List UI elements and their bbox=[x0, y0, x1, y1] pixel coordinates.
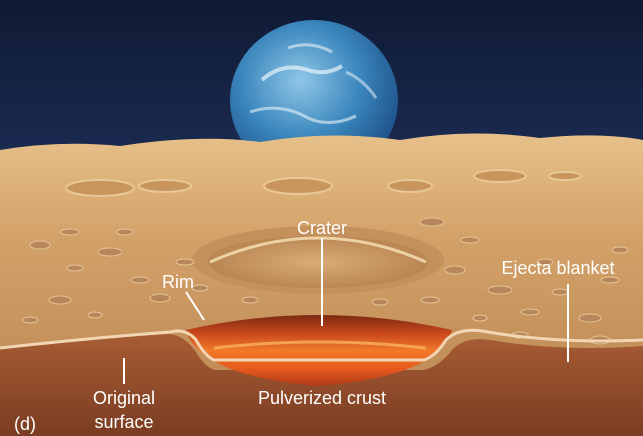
ejecta-blanket-label: Ejecta blanket bbox=[501, 258, 614, 278]
crater-label: Crater bbox=[297, 218, 347, 238]
panel-label: (d) bbox=[14, 414, 36, 434]
original-surface-label-line1: Original bbox=[93, 388, 155, 408]
pulverized-crust-label: Pulverized crust bbox=[258, 388, 386, 408]
original-surface-label-line2: surface bbox=[94, 412, 153, 432]
rim-label: Rim bbox=[162, 272, 194, 292]
